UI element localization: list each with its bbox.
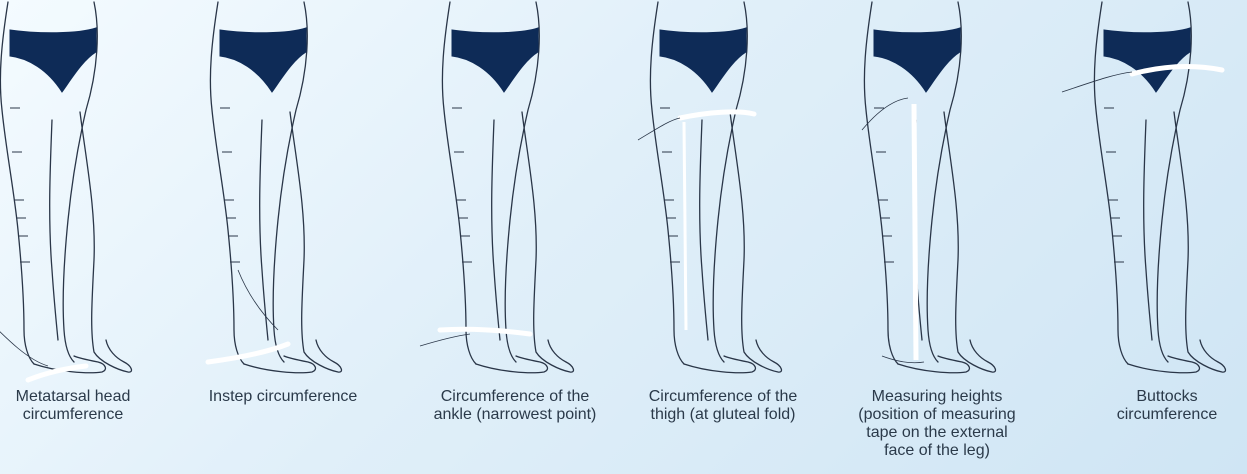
caption-line: thigh (at gluteal fold)	[618, 406, 828, 424]
leg-illustration-instep	[178, 0, 388, 385]
caption-line: tape on the external	[832, 424, 1042, 442]
caption-line: Circumference of the	[410, 388, 620, 406]
caption-metatarsal: Metatarsal head circumference	[0, 388, 178, 424]
legs-outline	[210, 2, 341, 373]
legs-outline	[650, 2, 781, 373]
leg-illustration-thigh	[618, 0, 828, 385]
caption-line: ankle (narrowest point)	[410, 406, 620, 424]
caption-line: circumference	[0, 406, 178, 424]
legs-outline	[0, 2, 131, 373]
caption-instep: Instep circumference	[178, 388, 388, 406]
measuring-tape-icon	[862, 98, 924, 363]
legs-outline	[864, 2, 995, 373]
caption-buttocks: Buttocks circumference	[1062, 388, 1247, 424]
measuring-tape-icon	[638, 112, 754, 330]
measuring-tape-icon	[208, 270, 288, 362]
legs-outline	[442, 2, 573, 373]
measuring-tape-icon	[1062, 67, 1222, 92]
caption-line: Instep circumference	[178, 388, 388, 406]
leg-illustration-heights	[832, 0, 1042, 385]
caption-ankle: Circumference of the ankle (narrowest po…	[410, 388, 620, 424]
leg-illustration-ankle	[410, 0, 620, 385]
measuring-tape-icon	[420, 329, 530, 346]
caption-line: face of the leg)	[832, 442, 1042, 460]
leg-illustration-buttocks	[1062, 0, 1247, 385]
caption-line: Measuring heights	[832, 388, 1042, 406]
caption-line: circumference	[1062, 406, 1247, 424]
caption-heights: Measuring heights (position of measuring…	[832, 388, 1042, 460]
caption-line: Buttocks	[1062, 388, 1247, 406]
legs-outline	[1094, 2, 1225, 373]
caption-line: Circumference of the	[618, 388, 828, 406]
measuring-tape-icon	[0, 320, 86, 380]
caption-line: Metatarsal head	[0, 388, 178, 406]
caption-line: (position of measuring	[832, 406, 1042, 424]
leg-illustration-metatarsal	[0, 0, 178, 385]
caption-thigh: Circumference of the thigh (at gluteal f…	[618, 388, 828, 424]
